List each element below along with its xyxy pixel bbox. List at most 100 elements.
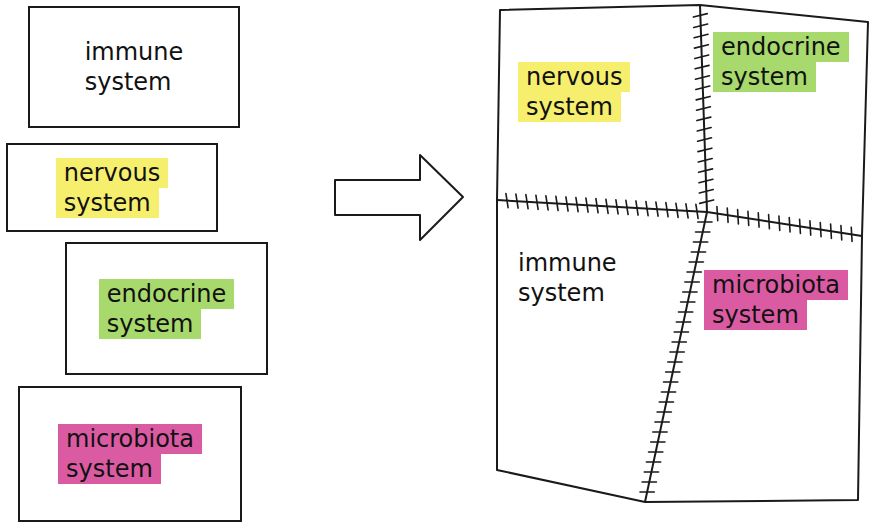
stitch-mark: [663, 381, 677, 383]
stitch-mark: [788, 218, 790, 232]
quilt-panel: endocrine system: [709, 14, 861, 232]
stitch-mark: [576, 197, 578, 211]
stitch-mark: [819, 222, 821, 236]
stitch-mark: [686, 204, 688, 218]
label-wrap: microbiota system: [58, 424, 202, 484]
label-wrap: immune system: [77, 37, 192, 97]
stitch-mark: [698, 159, 712, 162]
system-card: nervous system: [6, 143, 218, 232]
stitch-mark: [683, 291, 697, 293]
stitch-mark: [661, 391, 675, 393]
stitch-mark: [616, 200, 618, 214]
stitch-mark: [809, 221, 811, 235]
quilt-panel: nervous system: [502, 10, 698, 198]
stitch-mark: [696, 96, 710, 99]
stitched-seams: [497, 5, 862, 502]
stitch-mark: [699, 169, 713, 172]
label-wrap: nervous system: [518, 62, 630, 122]
stitch-mark: [651, 441, 665, 443]
system-card: endocrine system: [65, 242, 268, 375]
label-wrap: immune system: [510, 248, 625, 308]
stitch-mark: [642, 481, 656, 483]
stitch-mark: [646, 201, 648, 215]
stitch-mark: [556, 196, 558, 210]
hollow-arrow: [335, 155, 463, 240]
stitch-mark: [693, 241, 707, 243]
label-wrap: endocrine system: [713, 32, 849, 92]
stitch-mark: [696, 86, 710, 89]
stitch-mark: [674, 331, 688, 333]
stitch-mark: [586, 198, 588, 212]
system-name: nervous system: [518, 62, 630, 122]
stitch-mark: [697, 107, 711, 110]
stitch-mark: [657, 411, 671, 413]
stitch-mark: [676, 203, 678, 217]
stitch-mark: [526, 195, 528, 209]
label-wrap: nervous system: [56, 158, 168, 218]
stitch-mark: [653, 431, 667, 433]
stitch-mark: [636, 201, 638, 215]
stitch-mark: [747, 211, 749, 225]
stitch-mark: [536, 195, 538, 209]
stitch-mark: [850, 227, 852, 241]
stitch-mark: [699, 190, 713, 193]
stitch-mark: [666, 203, 668, 217]
stitch-mark: [698, 138, 712, 141]
stitch-mark: [778, 216, 780, 230]
stitch-mark: [695, 65, 709, 68]
stitch-mark: [695, 55, 709, 58]
stitch-mark: [516, 194, 518, 208]
stitch-mark: [649, 451, 663, 453]
stitch-mark: [726, 208, 728, 222]
stitch-mark: [596, 199, 598, 213]
stitch-mark: [681, 301, 695, 303]
system-name: microbiota system: [704, 270, 848, 330]
stitch-mark: [696, 231, 710, 233]
stitch-mark: [696, 76, 710, 79]
stitch-mark: [691, 251, 705, 253]
stitch-mark: [659, 401, 673, 403]
stitch-mark: [655, 421, 669, 423]
stitch-mark: [689, 261, 703, 263]
system-name: endocrine system: [713, 32, 849, 92]
stitch-mark: [626, 200, 628, 214]
stitch-mark: [668, 361, 682, 363]
stitch-mark: [644, 471, 658, 473]
system-name: immune system: [77, 37, 192, 97]
seam-line: [645, 212, 707, 502]
stitch-mark: [566, 197, 568, 211]
system-name: endocrine system: [99, 279, 235, 339]
stitch-mark: [698, 148, 712, 151]
stitch-mark: [768, 214, 770, 228]
quilt-outline: [497, 5, 868, 502]
stitch-mark: [694, 45, 708, 48]
stitch-mark: [656, 202, 658, 216]
stitch-mark: [672, 341, 686, 343]
stitch-mark: [716, 206, 718, 220]
stitch-mark: [694, 24, 708, 27]
seam-line: [497, 200, 707, 212]
stitch-mark: [694, 34, 708, 37]
quilt-panel: immune system: [500, 214, 670, 468]
stitch-mark: [646, 461, 660, 463]
stitch-mark: [670, 351, 684, 353]
system-name: microbiota system: [58, 424, 202, 484]
stitch-mark: [757, 213, 759, 227]
stitch-mark: [799, 219, 801, 233]
stitch-mark: [687, 271, 701, 273]
stitch-mark: [666, 371, 680, 373]
stitch-mark: [696, 204, 698, 218]
label-wrap: endocrine system: [99, 279, 235, 339]
stitch-mark: [700, 200, 714, 203]
stitch-mark: [546, 196, 548, 210]
stitch-mark: [830, 224, 832, 238]
quilt-panel: microbiota system: [700, 240, 858, 498]
stitch-mark: [697, 117, 711, 120]
stitch-mark: [693, 14, 707, 17]
system-card: immune system: [28, 6, 240, 128]
stitch-mark: [840, 226, 842, 240]
stitch-mark: [506, 193, 508, 207]
system-card: microbiota system: [18, 386, 242, 522]
seam-line: [707, 212, 862, 236]
stitch-mark: [676, 321, 690, 323]
